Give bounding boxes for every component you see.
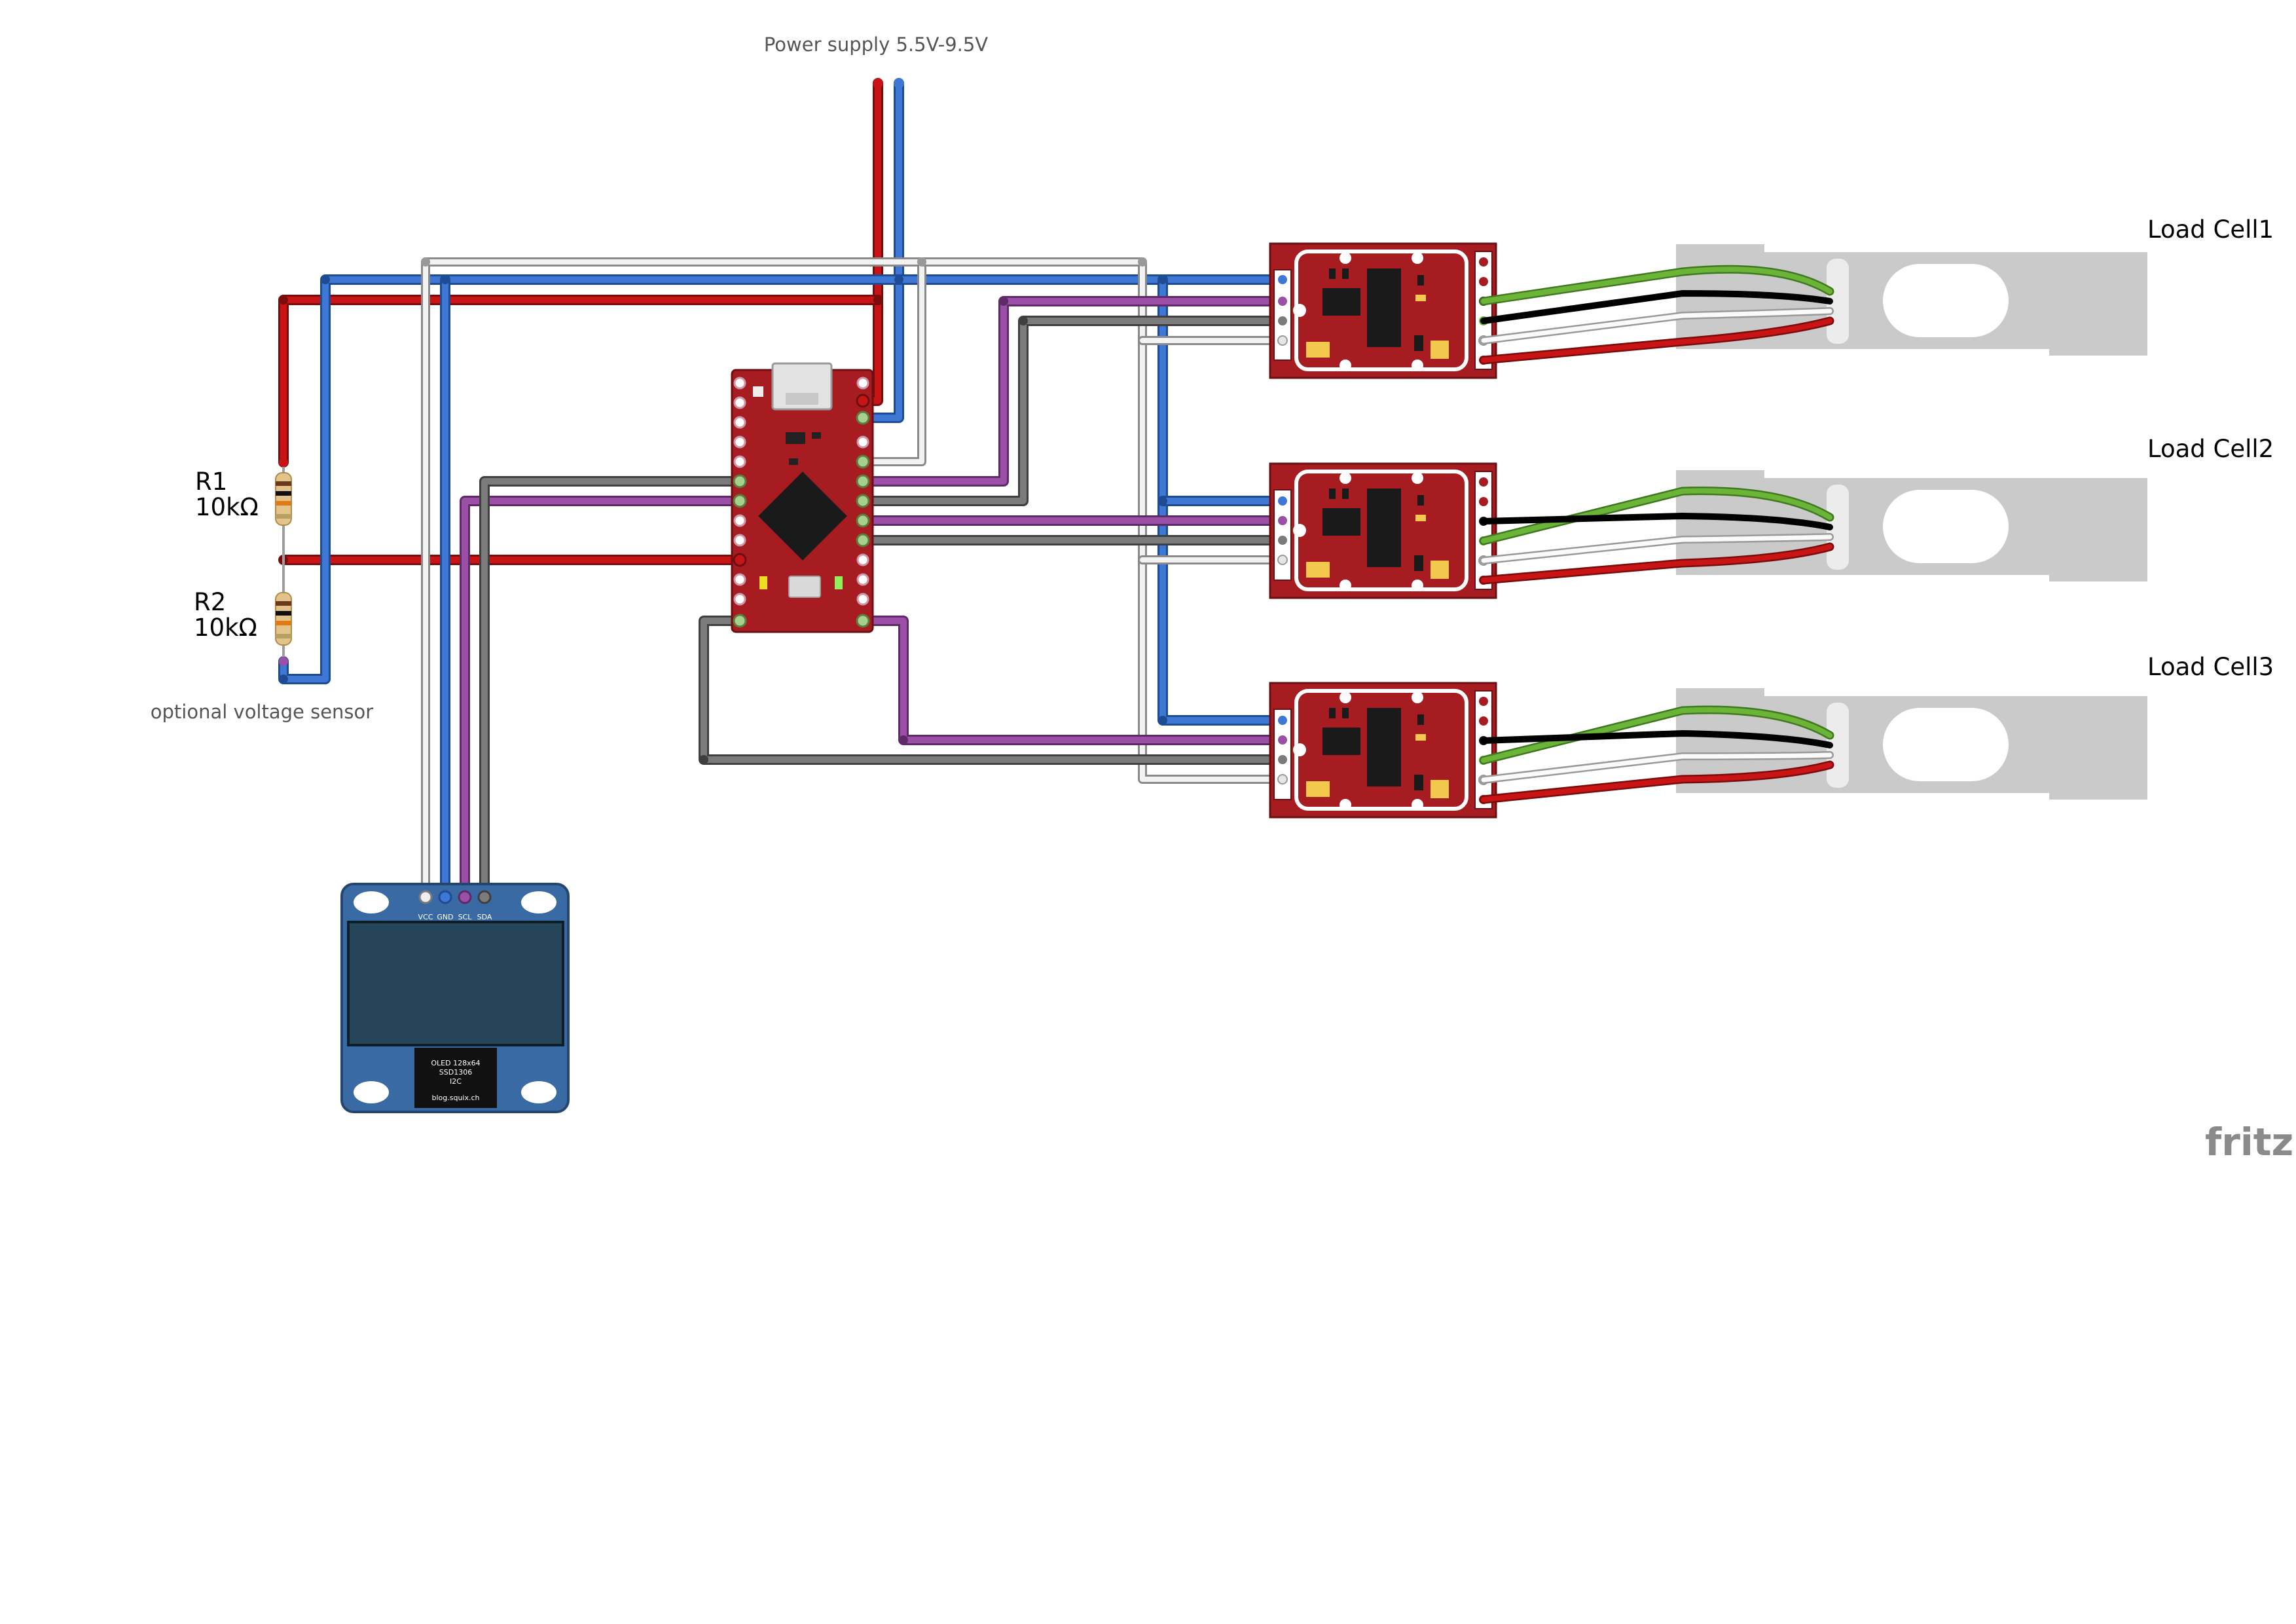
hx711-module-2 (1269, 462, 1497, 599)
oled-screen (347, 921, 564, 1046)
oled-chip-line-1: OLED 128x64 (431, 1059, 480, 1067)
r1-value-label: 10kΩ (195, 493, 259, 521)
load-cell-3-leads (1479, 705, 1834, 804)
oled-chip-line-3: I2C (450, 1077, 462, 1086)
load-cell-1-label: Load Cell1 (2147, 215, 2274, 244)
resistor-r1 (275, 472, 292, 526)
arduino-pro-mini (731, 362, 874, 633)
load-cell-1-leads (1479, 265, 1834, 365)
hx711-left-pins (1273, 709, 1292, 800)
load-cell-2-leads (1479, 487, 1834, 585)
oled-chip-line-4: blog.squix.ch (431, 1094, 479, 1102)
r2-value-label: 10kΩ (194, 614, 257, 642)
load-cell-2-label: Load Cell2 (2147, 435, 2274, 463)
hx711-right-pins (1474, 251, 1493, 370)
oled-pin-gnd: GND (437, 913, 453, 921)
wire-junctions (279, 78, 1167, 764)
oled-pin-scl: SCL (458, 913, 473, 921)
voltage-sensor-label: optional voltage sensor (151, 701, 374, 723)
r2-name-label: R2 (194, 588, 226, 616)
arduino-left-pins (733, 377, 747, 628)
power-supply-label: Power supply 5.5V-9.5V (764, 33, 988, 56)
arduino-right-pins (856, 377, 870, 628)
reset-button (788, 576, 821, 598)
hx711-module-3 (1269, 682, 1497, 819)
mcu-chip (758, 471, 847, 561)
hx711-module-1 (1269, 242, 1497, 379)
hx711-right-pins (1474, 690, 1493, 809)
load-cell-2 (1676, 470, 2147, 581)
oled-pin-vcc: VCC (418, 913, 433, 921)
oled-chip-line-2: SSD1306 (439, 1068, 472, 1077)
oled-display: VCC GND SCL SDA OLED 128x64 SSD1306 I2C … (340, 883, 570, 1113)
load-cell-3 (1676, 688, 2147, 800)
hx711-left-pins (1273, 269, 1292, 361)
load-cell-3-label: Load Cell3 (2147, 653, 2274, 681)
fritzing-watermark: fritzi (2205, 1120, 2296, 1164)
oled-pin-sda: SDA (477, 913, 492, 921)
r1-name-label: R1 (195, 468, 227, 496)
resistor-r2 (275, 592, 292, 646)
hx711-left-pins (1273, 489, 1292, 581)
hx711-right-pins (1474, 471, 1493, 590)
oled-chip-label (414, 1048, 497, 1108)
